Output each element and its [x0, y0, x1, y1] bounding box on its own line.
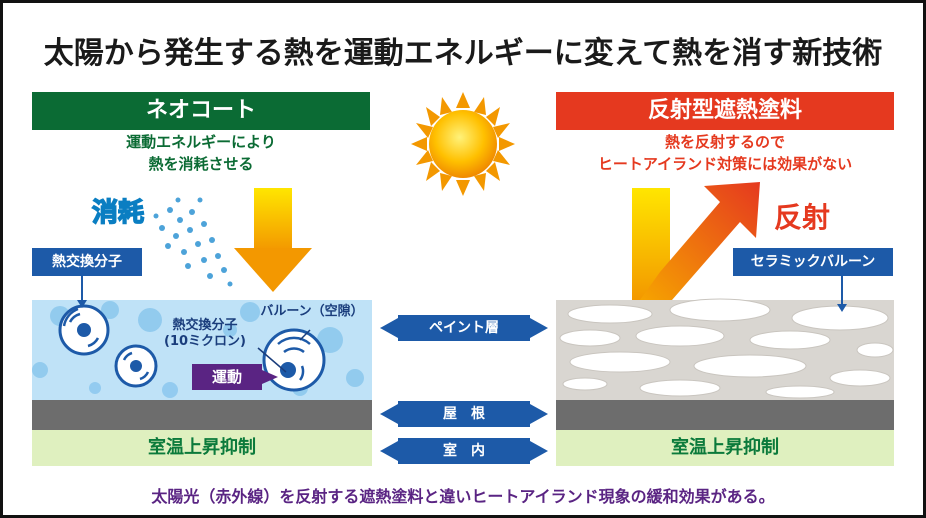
motion-label: 運動 [192, 364, 262, 390]
molecule-size-line2: (10ミクロン) [164, 334, 246, 349]
reflect-label: 反射 [774, 201, 831, 234]
neocoat-banner: ネオコート [32, 92, 370, 130]
reflection-arrow [640, 182, 760, 300]
neocoat-desc-line2: 熱を消耗させる [148, 155, 254, 173]
footer-caption: 太陽光（赤外線）を反射する遮熱塗料と違いヒートアイランド現象の緩和効果がある。 [151, 487, 775, 506]
ceramic-balloons [559, 298, 894, 399]
roof-left [32, 400, 372, 430]
pointer-molecule [257, 347, 287, 373]
double-arrow-paint [380, 318, 548, 338]
roof-right [556, 400, 894, 430]
paint-layer-label: ペイント層 [398, 315, 530, 341]
reflective-desc-line1: 熱を反射するので [664, 133, 785, 151]
double-arrow-roof [380, 404, 548, 424]
roof-label: 屋 根 [398, 401, 530, 427]
pointer-balloon [299, 329, 311, 341]
room-right-label: 室温上昇抑制 [556, 430, 894, 466]
double-arrow-indoor [380, 441, 548, 461]
consume-label: 消耗 [91, 197, 145, 229]
neocoat-desc-line1: 運動エネルギーにより [126, 133, 276, 151]
consumption-dots [153, 197, 233, 287]
molecule-large-left [58, 304, 110, 356]
diagram-title: 太陽から発生する熱を運動エネルギーに変えて熱を消す新技術 [43, 36, 883, 71]
paint-bubbles-left [32, 301, 364, 398]
molecule-balloon [262, 328, 326, 392]
molecule-size-label: 熱交換分子 (10ミクロン) [150, 318, 260, 350]
molecule-small-left [114, 344, 158, 388]
heat-arrow-down-left [234, 188, 312, 292]
reflective-description: 熱を反射するので ヒートアイランド対策には効果がない [556, 131, 894, 175]
reflective-desc-line2: ヒートアイランド対策には効果がない [597, 155, 853, 173]
balloon-label: バルーン（空隙） [260, 304, 364, 319]
indoor-label: 室 内 [398, 438, 530, 464]
heat-exchange-label: 熱交換分子 [32, 248, 142, 276]
neocoat-description: 運動エネルギーにより 熱を消耗させる [32, 131, 370, 175]
molecule-size-line1: 熱交換分子 [172, 318, 238, 333]
ceramic-balloon-label: セラミックバルーン [733, 248, 893, 276]
reflective-paint-banner: 反射型遮熱塗料 [556, 92, 894, 130]
sun-icon [411, 92, 515, 196]
motion-arrow [262, 370, 278, 384]
room-left-label: 室温上昇抑制 [32, 430, 372, 466]
